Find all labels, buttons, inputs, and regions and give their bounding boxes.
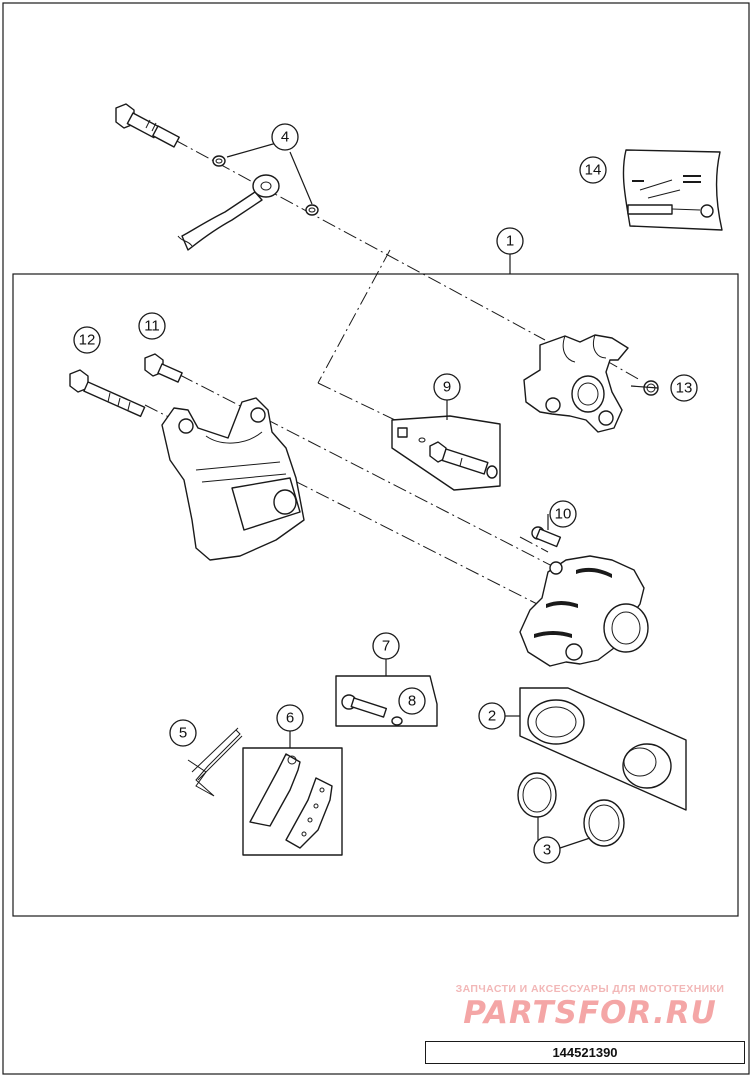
svg-text:9: 9 (443, 379, 451, 396)
callout-13: 13 (670, 374, 698, 402)
callout-6: 6 (276, 704, 304, 732)
washers-item-4 (212, 155, 319, 216)
callout-12: 12 (73, 326, 101, 354)
callout-5: 5 (169, 719, 197, 747)
brake-pads-item-6 (242, 747, 343, 856)
caliper-holder-plate (161, 397, 305, 561)
callout-7: 7 (372, 632, 400, 660)
watermark-tagline: ЗАПЧАСТИ И АКСЕССУАРЫ ДЛЯ МОТОТЕХНИКИ (455, 983, 725, 995)
callout-10: 10 (549, 500, 577, 528)
callout-3: 3 (533, 836, 561, 864)
assembly-frame (12, 273, 739, 917)
bolt-item-10 (531, 526, 562, 548)
piston-box-item-2 (519, 687, 687, 811)
callout-8: 8 (398, 687, 426, 715)
bolt-item-11 (144, 353, 183, 383)
svg-text:12: 12 (79, 332, 96, 349)
callout-1: 1 (496, 227, 524, 255)
svg-text:2: 2 (488, 708, 496, 725)
svg-text:8: 8 (408, 693, 416, 710)
brake-line (177, 174, 280, 251)
callout-14: 14 (579, 156, 607, 184)
callout-4: 4 (271, 123, 299, 151)
bolt-item-12 (69, 369, 146, 418)
svg-text:10: 10 (555, 506, 572, 523)
svg-text:13: 13 (676, 380, 693, 397)
watermark-logo: PARTSFOR.RU (463, 995, 717, 1031)
svg-text:7: 7 (382, 638, 390, 655)
seals-item-3 (517, 772, 625, 847)
brake-caliper (519, 555, 649, 667)
sticker-item-14 (622, 149, 723, 231)
svg-text:3: 3 (543, 842, 551, 859)
drawing-number: 144521390 (425, 1041, 745, 1064)
banjo-bolt (115, 103, 180, 148)
leader-lines (226, 141, 659, 849)
svg-text:1: 1 (506, 233, 514, 250)
svg-text:14: 14 (585, 162, 602, 179)
caliper-support (523, 334, 629, 433)
spring-item-5 (187, 727, 243, 797)
svg-text:5: 5 (179, 725, 187, 742)
callout-9: 9 (433, 373, 461, 401)
svg-text:11: 11 (144, 318, 160, 335)
pin-kit-item-9 (391, 415, 501, 491)
callout-2: 2 (478, 702, 506, 730)
svg-text:4: 4 (281, 129, 289, 146)
callout-11: 11 (138, 312, 166, 340)
svg-text:6: 6 (286, 710, 294, 727)
